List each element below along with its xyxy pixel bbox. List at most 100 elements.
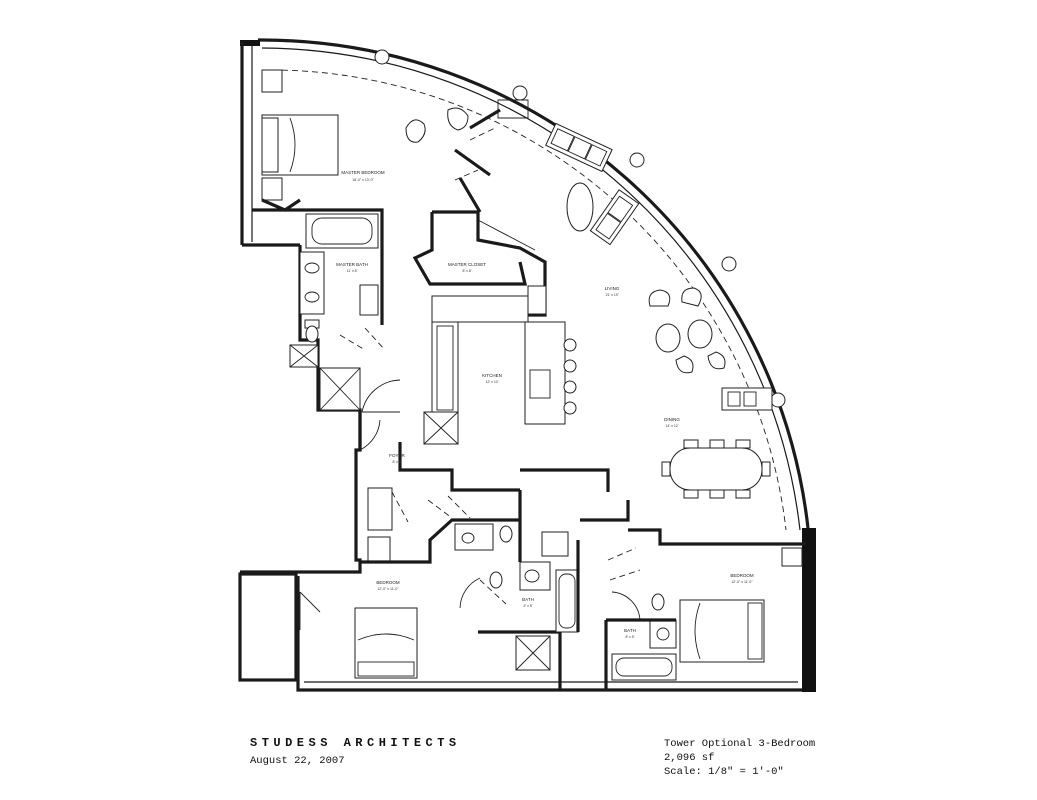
room-dims-bedroom-3: 12'-0" x 11'-0" (731, 580, 753, 584)
chair (683, 439, 699, 449)
master-closet-walls (454, 108, 501, 213)
room-label-bedroom-2: BEDROOM (376, 580, 400, 585)
lounge-chair (405, 119, 426, 143)
bath-wall (580, 500, 630, 522)
room-label-bath-3: BATH (624, 628, 636, 633)
loveseat-cushion (595, 212, 622, 240)
bath3-vanity (649, 619, 677, 649)
kitchen-island (524, 321, 566, 425)
bathtub-inner (558, 573, 576, 629)
pantry-shelf (477, 219, 536, 251)
refrigerator (527, 285, 547, 315)
bath3-wall (604, 618, 676, 690)
wet-bar-sink (743, 391, 757, 407)
wet-bar (721, 387, 773, 411)
master-bed-pillows (261, 117, 279, 173)
closet-door (454, 127, 496, 181)
armchair (681, 287, 702, 307)
bedroom3-wall (628, 528, 806, 546)
counter (431, 295, 529, 323)
chair (709, 439, 725, 449)
room-dims-living: 21' x 19' (606, 293, 619, 297)
closet (541, 531, 569, 557)
balcony (238, 572, 298, 682)
room-label-kitchen: KITCHEN (482, 373, 502, 378)
bed-2-sheet (357, 633, 415, 641)
bedroom-3-area (604, 528, 806, 690)
central-wall (520, 468, 610, 492)
room-label-master-bath: MASTER BATH (336, 262, 368, 267)
bar-stool (563, 338, 577, 352)
bar-stool (563, 359, 577, 373)
sofa (545, 122, 613, 173)
bedroom2-wall (360, 518, 520, 564)
closet (367, 487, 393, 531)
room-dims-master-closet: 8' x 8' (463, 269, 472, 273)
armchair (707, 351, 726, 370)
bath2-shower-x (515, 635, 551, 671)
room-dims-bath-3: 8' x 5' (626, 635, 635, 639)
nightstand (261, 69, 283, 93)
bath-wall (518, 490, 580, 632)
toilet (489, 571, 503, 589)
chair (709, 489, 725, 499)
room-dims-foyer: 8' x 8' (393, 460, 402, 464)
master-bedroom-area (252, 69, 529, 325)
chair (683, 489, 699, 499)
bedroom-2-area (354, 495, 562, 690)
room-dims-kitchen: 12' x 10' (486, 380, 499, 384)
balcony-door (299, 591, 321, 630)
foyer-door (361, 379, 401, 413)
room-label-dining: DINING (664, 417, 680, 422)
kitchen-area (412, 210, 577, 445)
bath3-toilet (651, 593, 665, 611)
sofa-cushion (567, 136, 592, 160)
central-wall (398, 442, 520, 492)
column (721, 256, 737, 272)
side-table (655, 323, 681, 353)
master-bath-area (289, 213, 386, 411)
vanity (299, 251, 325, 315)
room-label-master-bedroom: MASTER BEDROOM (341, 170, 385, 175)
bathtub-inner (311, 217, 373, 245)
bath2-toilet (499, 525, 513, 543)
bedroom3-door (607, 547, 641, 581)
living-area (545, 122, 773, 411)
column (770, 392, 786, 408)
plan-info: Tower Optional 3-Bedroom 2,096 sf Scale:… (664, 737, 815, 779)
nightstand (261, 177, 283, 201)
closet (367, 536, 391, 562)
pantry-walls (412, 212, 528, 286)
bedroom-hall-wall (252, 198, 301, 212)
island-sink (529, 369, 551, 399)
column (374, 49, 390, 65)
sink (304, 291, 320, 303)
bed-3-sheet (694, 602, 701, 660)
room-label-master-closet: MASTER CLOSET (448, 262, 486, 267)
vanity (519, 561, 551, 591)
linen-x (319, 367, 361, 411)
room-label-bath-2: BATH (522, 597, 534, 602)
closet-rail (497, 99, 529, 119)
nightstand (781, 547, 803, 567)
room-dims-dining: 14' x 12' (666, 424, 679, 428)
firm-name: STUDESS ARCHITECTS (250, 736, 461, 750)
room-label-foyer: FOYER (389, 453, 405, 458)
loveseat-cushion (607, 195, 634, 223)
room-dims-master-bath: 11' x 8' (347, 269, 358, 273)
master-bath-wall (300, 208, 384, 325)
bath3-tub-inner (615, 657, 673, 677)
lounge-chair (447, 107, 469, 131)
side-table (687, 319, 713, 349)
counter-left-inner (436, 325, 454, 411)
bath2-door (427, 495, 471, 519)
south-wall-corner (802, 528, 816, 692)
bathtub (305, 213, 379, 249)
bed-2-pillows (357, 661, 415, 677)
bar-stool (563, 401, 577, 415)
entry-door-swing (359, 419, 381, 451)
dining-area (661, 439, 771, 499)
bedroom2-door (459, 577, 481, 609)
bath-door (339, 327, 386, 351)
bedroom3-door (611, 591, 641, 621)
